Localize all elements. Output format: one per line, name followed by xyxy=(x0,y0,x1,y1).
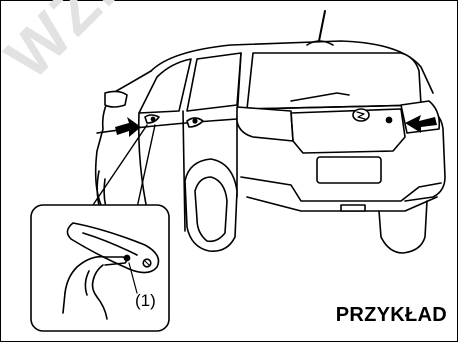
figure-caption: PRZYKŁAD xyxy=(336,304,447,327)
rear-window xyxy=(247,53,421,109)
tailgate-request-switch xyxy=(386,117,391,122)
arrow-right-icon xyxy=(115,117,141,137)
callout-number: (1) xyxy=(135,291,156,311)
rear-bumper xyxy=(241,177,441,201)
left-taillight xyxy=(237,107,293,141)
rear-door-line xyxy=(183,111,185,231)
rear-wheel xyxy=(185,159,237,251)
rear-side-window xyxy=(187,53,241,111)
front-side-window xyxy=(139,59,191,113)
antenna xyxy=(319,11,325,41)
tailgate xyxy=(291,109,405,153)
license-plate-area xyxy=(317,157,381,183)
right-rear-wheel xyxy=(379,201,427,253)
suzuki-logo-icon xyxy=(353,109,369,121)
side-mirror xyxy=(105,91,127,107)
